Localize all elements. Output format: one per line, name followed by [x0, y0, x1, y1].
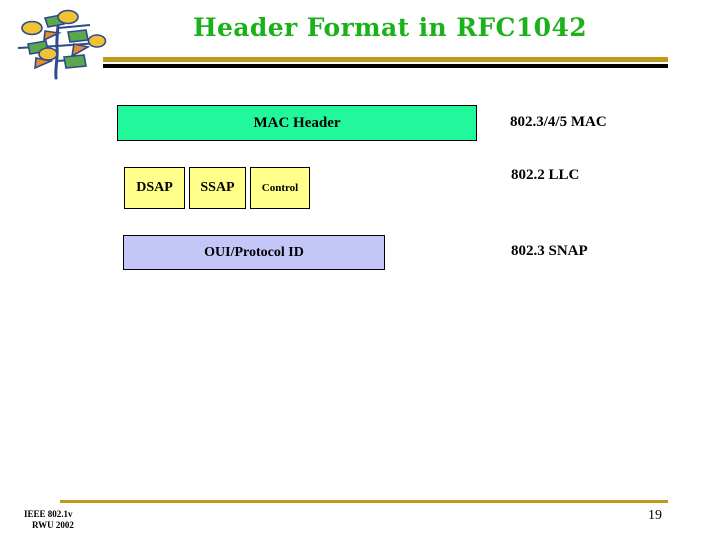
footer-text: IEEE 802.1v RWU 2002: [24, 509, 74, 531]
diagram-box-dsap: DSAP: [124, 167, 185, 209]
diagram-box-mac-header: MAC Header: [117, 105, 477, 141]
page-number: 19: [648, 508, 662, 523]
header-rule-gold: [103, 57, 668, 62]
layer-label-snap: 802.3 SNAP: [511, 243, 588, 259]
footer-rule: [60, 500, 668, 503]
page-title: Header Format in RFC1042: [192, 13, 588, 42]
header-rule-black: [103, 64, 668, 68]
layer-label-llc: 802.2 LLC: [511, 167, 580, 183]
diagram-box-control: Control: [250, 167, 310, 209]
footer-line-2: RWU 2002: [32, 520, 74, 530]
layer-label-mac: 802.3/4/5 MAC: [510, 114, 607, 130]
diagram-box-oui-protocol-id: OUI/Protocol ID: [123, 235, 385, 270]
tree-logo: [12, 6, 108, 80]
diagram-box-ssap: SSAP: [189, 167, 246, 209]
footer-line-1: IEEE 802.1v: [24, 509, 73, 519]
